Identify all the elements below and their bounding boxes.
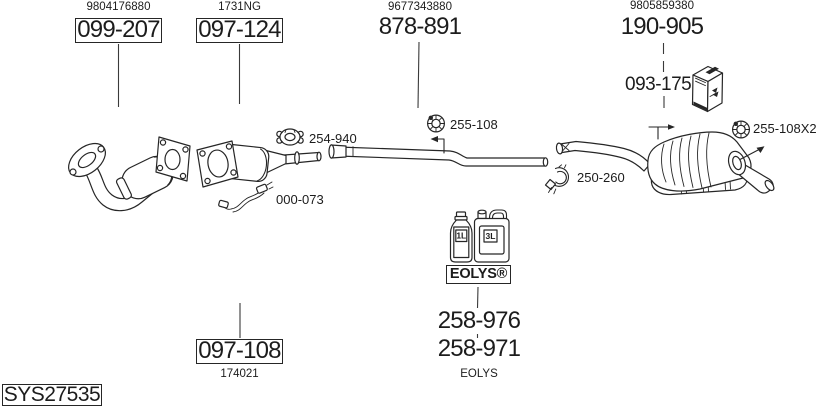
- part-number-front-pipe: 099-207: [75, 18, 162, 43]
- part-number-catalyst: 097-124: [196, 18, 283, 43]
- part-number-hanger-center: 255-108: [450, 117, 498, 132]
- system-code-box: SYS27535: [2, 383, 102, 406]
- bottle-1l-label: 1L: [456, 231, 466, 241]
- leader-lines: [117, 41, 665, 338]
- additive-brand-box: EOLYS®: [446, 265, 511, 284]
- canister-3l-icon: 3L: [473, 209, 510, 263]
- additive-caption: EOLYS: [460, 368, 498, 380]
- oem-number-catalyst: 1731NG: [218, 1, 261, 13]
- part-number-center-pipe: 878-891: [378, 13, 462, 40]
- part-number-additive-secondary: 258-971: [437, 335, 521, 362]
- part-number-bracket: 097-108: [196, 339, 283, 364]
- sensor-pipe-drawing: [218, 181, 274, 213]
- rubber-hanger-icon: [427, 114, 446, 133]
- front-pipe-drawing: [68, 136, 191, 212]
- hanger-bracket-drawing: [430, 136, 445, 154]
- rear-silencer-drawing: [555, 124, 775, 196]
- band-clamp-icon: [276, 128, 304, 146]
- bottle-1l-icon: 1L: [449, 211, 473, 263]
- oem-number-center-pipe: 9677343880: [388, 1, 452, 13]
- part-number-additive-primary: 258-976: [437, 307, 521, 334]
- rubber-hanger-icon: [731, 120, 750, 139]
- oem-number-rear-silencer: 9805859380: [630, 0, 694, 12]
- parts-box-icon: [691, 65, 724, 113]
- u-clamp-icon: [544, 164, 570, 195]
- oem-number-bracket: 174021: [220, 368, 259, 380]
- catalyst-drawing: [196, 140, 322, 188]
- part-number-sensor-pipe: 000-073: [276, 192, 324, 207]
- part-number-clamp-rear: 250-260: [577, 170, 625, 185]
- part-number-mounting-kit: 093-175: [625, 74, 692, 95]
- canister-3l-label: 3L: [486, 231, 496, 241]
- oem-number-front-pipe: 9804176880: [86, 1, 151, 13]
- part-number-clamp-center: 254-940: [309, 131, 357, 146]
- center-pipe-drawing: [328, 144, 549, 167]
- part-number-rear-silencer: 190-905: [620, 13, 704, 40]
- part-number-hanger-rear: 255-108X2: [753, 121, 817, 136]
